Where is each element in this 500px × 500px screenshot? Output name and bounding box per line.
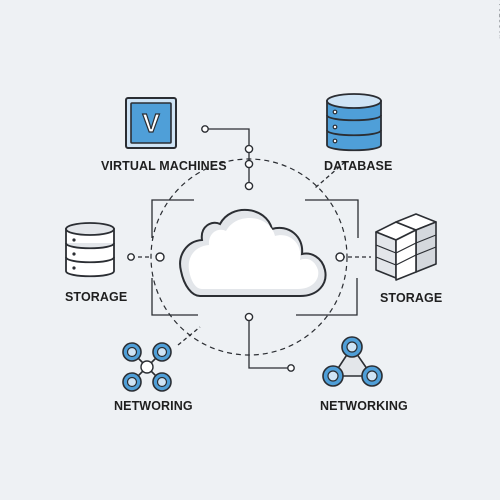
database-icon	[326, 93, 382, 152]
connector-dots	[127, 125, 345, 372]
storage-left-icon	[65, 222, 115, 278]
label-storage-left: STORAGE	[65, 290, 128, 304]
networking-right-icon	[322, 336, 383, 387]
cloud-icon	[179, 209, 327, 297]
storage-right-icon	[375, 213, 437, 281]
label-networking-right: NETWORKING	[320, 399, 408, 413]
virtual-machine-icon	[125, 97, 177, 149]
label-database: DATABASE	[324, 159, 393, 173]
vm-glyph: V	[142, 108, 160, 138]
label-virtual-machines: VIRTUAL MACHINES	[101, 159, 227, 173]
label-networking-left: NETWORING	[114, 399, 193, 413]
networking-left-icon	[122, 342, 172, 392]
label-storage-right: STORAGE	[380, 291, 443, 305]
